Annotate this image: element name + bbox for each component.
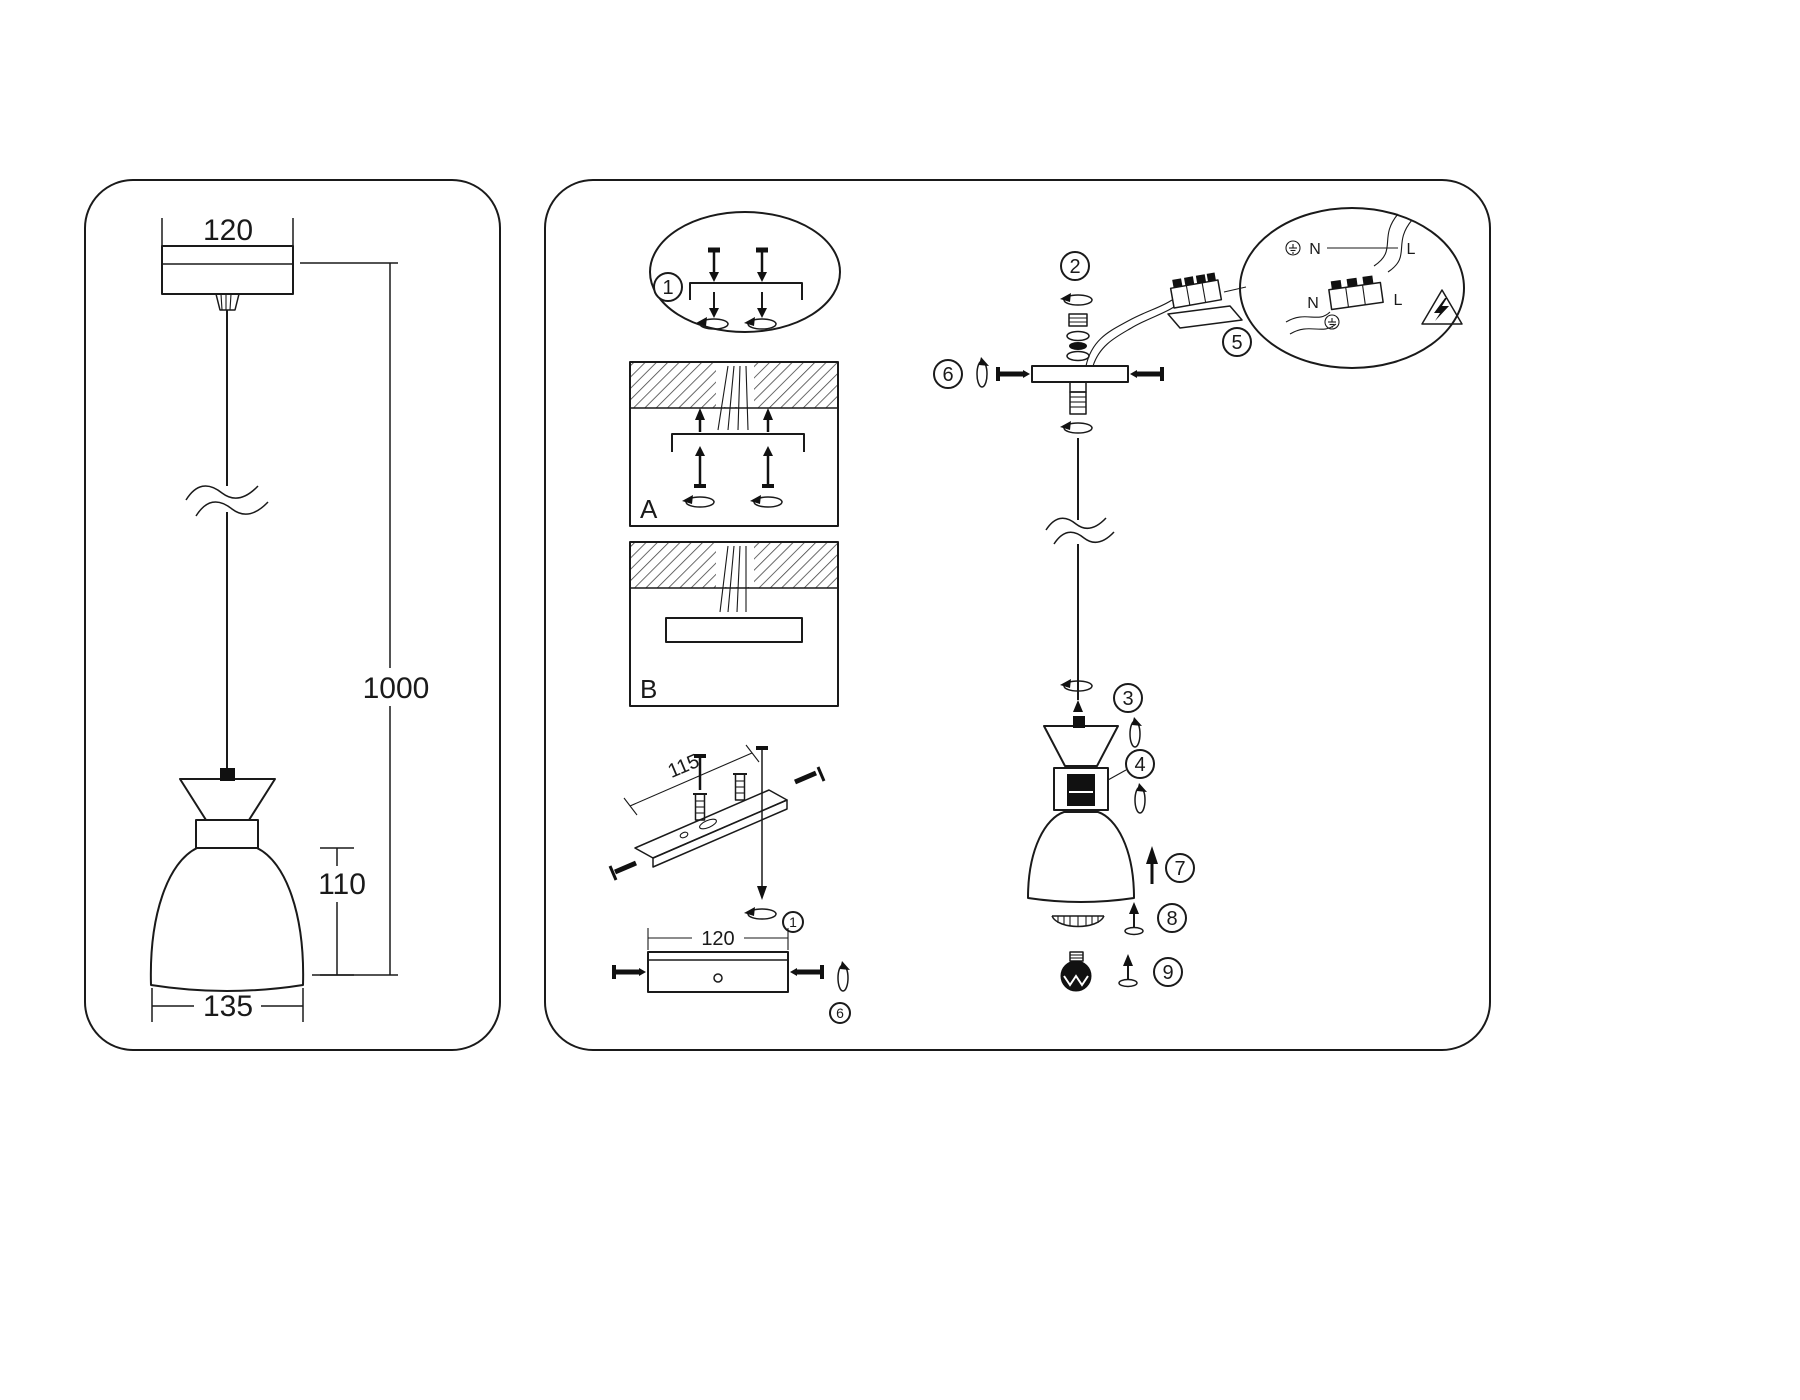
step-3-badge: 3 bbox=[1113, 683, 1143, 713]
end-screw-right bbox=[794, 766, 826, 785]
screw-up-left bbox=[695, 408, 705, 432]
svg-text:3: 3 bbox=[1122, 688, 1133, 710]
line-label-top: L bbox=[1407, 241, 1416, 258]
svg-text:1: 1 bbox=[789, 914, 797, 930]
wiring-detail: N L N L bbox=[1239, 207, 1465, 369]
electrical-hazard-icon bbox=[1421, 289, 1463, 325]
dim-canopy-width: 120 bbox=[161, 214, 294, 247]
svg-text:5: 5 bbox=[1231, 332, 1242, 354]
mount-a-screw-left bbox=[694, 446, 706, 488]
line-label-block: L bbox=[1394, 292, 1403, 309]
mount-detail-b: B bbox=[629, 541, 839, 707]
screw-up-right bbox=[763, 408, 773, 432]
diffuser-ring bbox=[1051, 915, 1105, 928]
svg-text:8: 8 bbox=[1166, 908, 1177, 930]
wiring-terminal-block bbox=[1328, 275, 1384, 311]
end-screw-left bbox=[608, 860, 637, 881]
mounting-plate bbox=[665, 617, 803, 643]
step-1-badge: 1 bbox=[653, 272, 683, 302]
step-2-badge: 2 bbox=[1060, 251, 1090, 281]
step-8-badge: 8 bbox=[1157, 903, 1187, 933]
shade bbox=[149, 847, 305, 992]
svg-text:7: 7 bbox=[1174, 858, 1185, 880]
dim-shade-height: 110 bbox=[314, 847, 370, 976]
mount-detail-a: A bbox=[629, 361, 839, 527]
dim-shade-height-value: 110 bbox=[318, 868, 366, 901]
mount-detail-a-label: A bbox=[640, 494, 658, 524]
step-4-badge: 4 bbox=[1125, 749, 1155, 779]
supply-wires bbox=[1085, 299, 1175, 367]
dim-shade-diameter: 135 bbox=[151, 988, 304, 1023]
svg-text:1: 1 bbox=[662, 277, 673, 299]
holder-cone bbox=[1043, 716, 1119, 767]
bulb bbox=[1060, 951, 1092, 992]
neutral-label-top: N bbox=[1309, 241, 1321, 258]
svg-text:9: 9 bbox=[1162, 962, 1173, 984]
dim-bracket-length-value: 120 bbox=[701, 928, 734, 950]
socket-assembly bbox=[1053, 767, 1127, 811]
long-screw bbox=[756, 746, 768, 900]
left-panel-frame bbox=[84, 179, 501, 1051]
step-9-badge: 9 bbox=[1153, 957, 1183, 987]
svg-text:2: 2 bbox=[1069, 256, 1080, 278]
dim-canopy-width-value: 120 bbox=[203, 214, 253, 247]
step-7-arrow bbox=[1146, 846, 1158, 884]
step-1-detail: 1 bbox=[649, 211, 841, 333]
bracket-front: 120 6 bbox=[614, 928, 851, 1024]
cord-grip bbox=[215, 293, 240, 311]
bracket-rotate-ref-badge: 6 bbox=[829, 1002, 851, 1024]
mount-detail-b-label: B bbox=[640, 674, 657, 704]
left-panel: 120 1000 bbox=[84, 179, 501, 1051]
mains-wires bbox=[717, 365, 749, 431]
svg-text:6: 6 bbox=[836, 1005, 844, 1021]
dim-suspension-length-value: 1000 bbox=[363, 672, 430, 705]
step-7-badge: 7 bbox=[1165, 853, 1195, 883]
bracket-perspective: 115 1 bbox=[608, 744, 826, 933]
dim-suspension-length: 1000 bbox=[300, 262, 434, 976]
mains-wires-b bbox=[719, 545, 747, 613]
svg-text:6: 6 bbox=[942, 364, 953, 386]
svg-text:4: 4 bbox=[1134, 754, 1145, 776]
neutral-label-block: N bbox=[1307, 295, 1319, 312]
terminal-plate bbox=[1167, 305, 1243, 329]
dim-shade-diameter-value: 135 bbox=[203, 990, 253, 1023]
step-6-badge: 6 bbox=[933, 359, 963, 389]
right-panel: 1 bbox=[544, 179, 1491, 1051]
cable-break-symbol bbox=[185, 485, 269, 517]
terminal-block bbox=[1169, 272, 1223, 309]
threaded-nipple bbox=[1069, 391, 1087, 415]
arrow-up-icon bbox=[1073, 700, 1083, 712]
bracket-screw-ref-badge: 1 bbox=[782, 911, 804, 933]
exploded-assembly: 2 6 bbox=[933, 207, 1465, 992]
anchor-screw-left bbox=[694, 754, 706, 790]
cable-break-symbol-2 bbox=[1045, 517, 1115, 545]
dim-bracket-hole-spacing: 115 bbox=[623, 744, 760, 816]
dim-bracket-length: 120 bbox=[647, 928, 789, 950]
shade-2 bbox=[1027, 811, 1135, 903]
mount-a-screw-right bbox=[762, 446, 774, 488]
step-5-badge: 5 bbox=[1222, 327, 1252, 357]
